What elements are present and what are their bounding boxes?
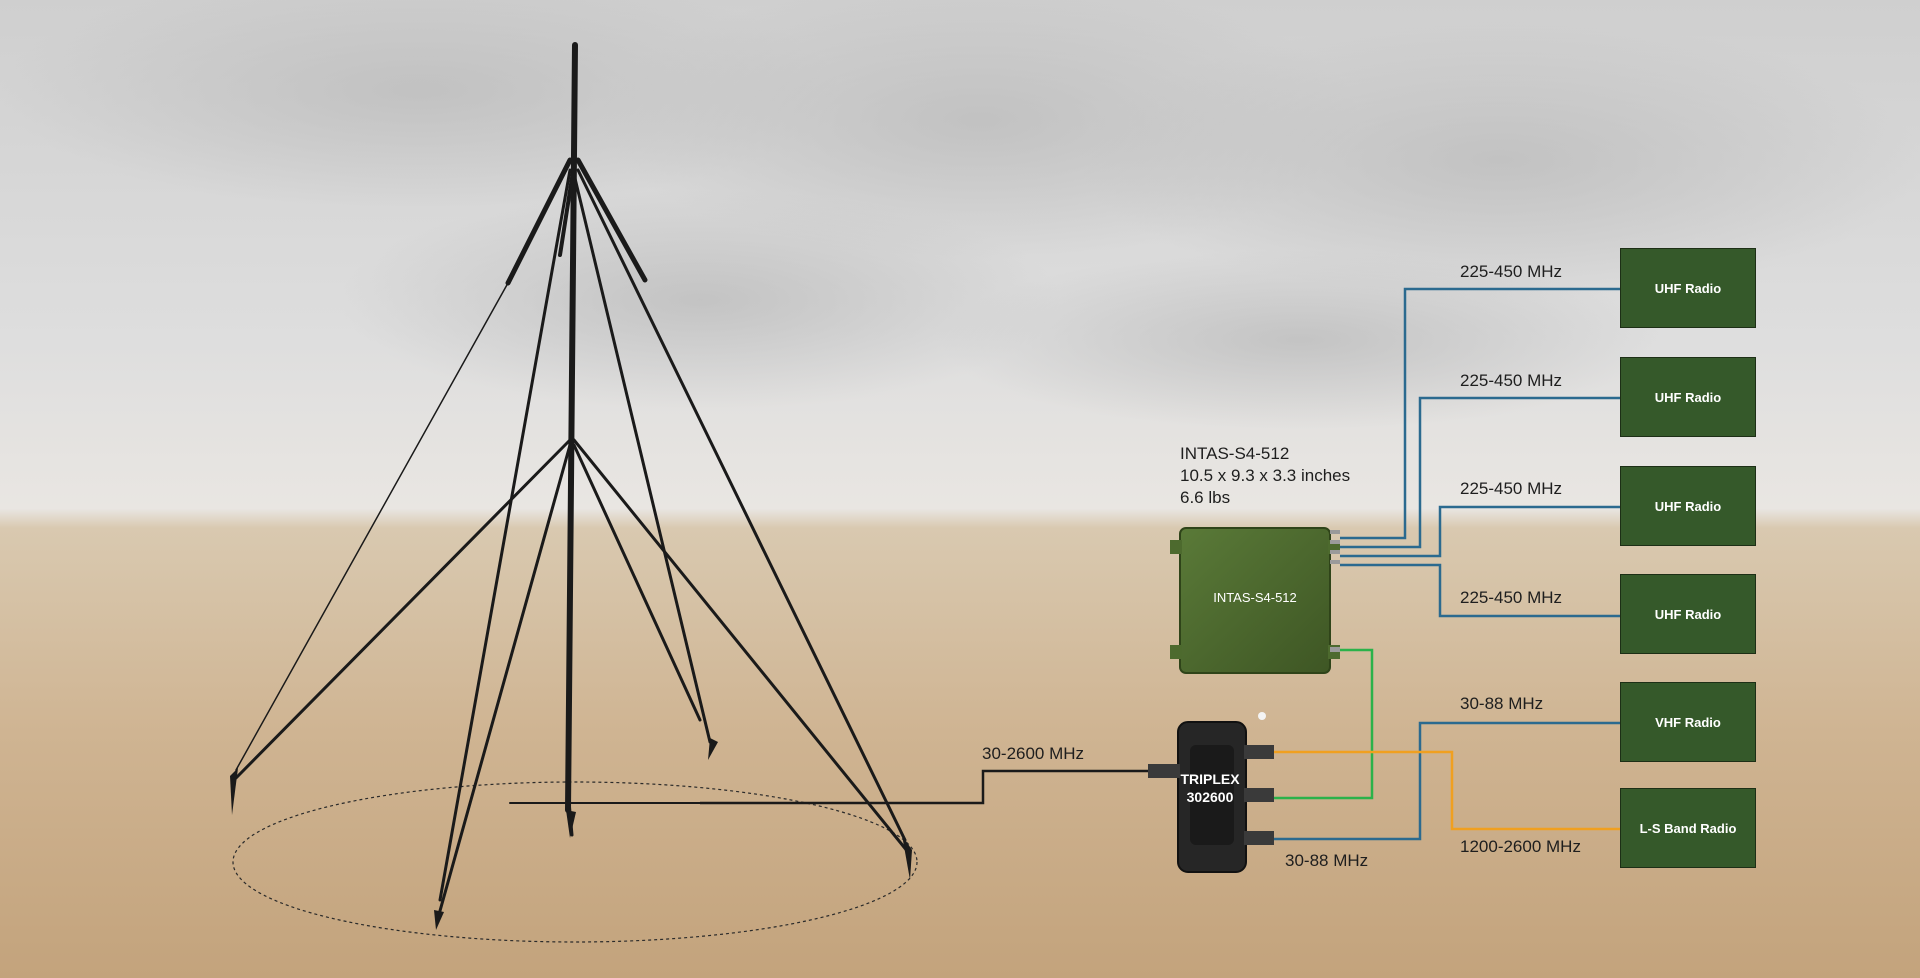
cloud xyxy=(1080,20,1920,300)
uhf-radio-2: UHF Radio xyxy=(1620,357,1756,437)
triplex-vhf-label: 30-88 MHz xyxy=(1285,851,1369,870)
intas-spec-block: INTAS-S4-512 10.5 x 9.3 x 3.3 inches 6.6… xyxy=(1180,443,1350,509)
antenna-footprint xyxy=(232,781,918,943)
band-label-uhf-2: 225-450 MHz xyxy=(1460,371,1563,390)
band-label-uhf-1: 225-450 MHz xyxy=(1460,262,1563,281)
band-label-uhf-4: 225-450 MHz xyxy=(1460,588,1563,607)
lband-line xyxy=(1274,750,1620,831)
band-label-vhf: 30-88 MHz xyxy=(1460,694,1544,713)
feed-line xyxy=(700,769,1150,805)
antenna-feet xyxy=(230,738,912,930)
uhf-radio-4: UHF Radio xyxy=(1620,574,1756,654)
uhf-line-2 xyxy=(1340,396,1620,549)
band-label-lband: 1200-2600 MHz xyxy=(1460,837,1581,856)
antenna xyxy=(234,42,910,920)
triplex-device xyxy=(1148,712,1274,873)
uhf-radio-3: UHF Radio xyxy=(1620,466,1756,546)
uhf-line-1 xyxy=(1340,287,1620,540)
intas-triplex-line xyxy=(1274,648,1374,800)
uhf-line-3 xyxy=(1340,505,1620,558)
intas-dimensions: 10.5 x 9.3 x 3.3 inches xyxy=(1180,466,1351,485)
intas-weight: 6.6 lbs xyxy=(1180,488,1231,507)
vhf-line xyxy=(1274,721,1620,841)
triplex-line1: TRIPLEX xyxy=(1180,771,1240,787)
feed-band-label: 30-2600 MHz xyxy=(982,744,1085,763)
lband-radio: L-S Band Radio xyxy=(1620,788,1756,868)
cloud xyxy=(340,190,1060,410)
vhf-radio: VHF Radio xyxy=(1620,682,1756,762)
intas-name: INTAS-S4-512 xyxy=(1180,444,1290,463)
triplex-body-label: TRIPLEX 302600 xyxy=(1170,770,1250,806)
cloud xyxy=(940,250,1660,430)
uhf-line-4 xyxy=(1340,563,1620,618)
uhf-radio-1: UHF Radio xyxy=(1620,248,1756,328)
connections xyxy=(1274,287,1620,841)
intas-device xyxy=(1170,527,1340,674)
band-label-uhf-3: 225-450 MHz xyxy=(1460,479,1563,498)
intas-body-label: INTAS-S4-512 xyxy=(1213,590,1297,605)
triplex-line2: 302600 xyxy=(1186,789,1234,805)
